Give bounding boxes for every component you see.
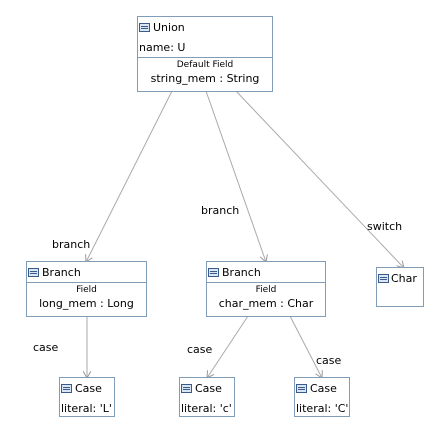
union-header: Union (138, 17, 272, 37)
branch-header: Branch (207, 262, 325, 282)
case-literal: literal: 'C' (296, 401, 349, 415)
default-field-label: Default Field (176, 60, 234, 70)
default-field-value: string_mem : String (150, 72, 260, 85)
field-label: Field (76, 285, 97, 295)
case-header: Case (295, 378, 349, 398)
case-title: Case (75, 381, 102, 395)
class-icon (61, 383, 72, 393)
edge-label-case-right: case (316, 354, 342, 367)
branch-node-long[interactable]: Branch Field long_mem : Long (26, 261, 147, 317)
branch-field: Field long_mem : Long (27, 282, 146, 313)
class-icon (181, 383, 192, 393)
edge-label-case-left: case (33, 341, 59, 354)
union-default-field: Default Field string_mem : String (138, 57, 272, 88)
edge-switch-char (235, 90, 404, 268)
char-header: Char (377, 268, 423, 288)
edge-label-switch: switch (367, 220, 403, 233)
edge-branch-char (205, 90, 266, 262)
class-icon (208, 267, 219, 277)
case-literal: literal: 'L' (61, 401, 112, 415)
edge-branch-long (86, 90, 173, 262)
edge-case-char-c (207, 315, 249, 378)
branch-node-char[interactable]: Branch Field char_mem : Char (206, 261, 326, 317)
edge-label-case-middle: case (187, 343, 213, 356)
union-node[interactable]: Union name: U Default Field string_mem :… (137, 16, 273, 92)
union-title: Union (153, 20, 185, 34)
edge-label-branch-left: branch (52, 238, 91, 251)
class-icon (139, 22, 150, 32)
branch-header: Branch (27, 262, 146, 282)
field-value: char_mem : Char (218, 297, 314, 310)
case-literal: literal: 'c' (181, 401, 232, 415)
case-header: Case (60, 378, 114, 398)
field-label: Field (255, 285, 277, 295)
class-icon (28, 267, 39, 277)
case-title: Case (310, 381, 337, 395)
case-header: Case (180, 378, 234, 398)
case-node-c[interactable]: Case literal: 'c' (179, 377, 235, 417)
field-value: long_mem : Long (39, 297, 134, 310)
case-title: Case (195, 381, 222, 395)
char-node[interactable]: Char (376, 267, 424, 307)
edge-label-branch-middle: branch (201, 204, 240, 217)
branch-title: Branch (42, 265, 81, 279)
char-title: Char (391, 271, 417, 285)
branch-title: Branch (222, 265, 261, 279)
union-name: name: U (139, 40, 186, 54)
case-node-L[interactable]: Case literal: 'L' (59, 377, 115, 417)
class-icon (296, 383, 307, 393)
edge-case-char-C (289, 315, 322, 378)
branch-field: Field char_mem : Char (207, 282, 325, 313)
case-node-C[interactable]: Case literal: 'C' (294, 377, 350, 417)
class-icon (378, 273, 389, 283)
